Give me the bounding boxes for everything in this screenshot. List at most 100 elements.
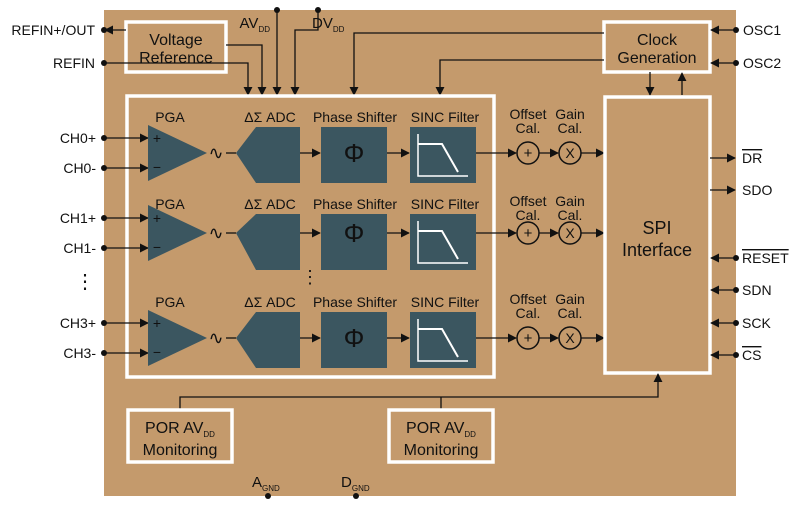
multiply-symbol: X <box>565 225 575 241</box>
channel-pin-plus-label: CH3+ <box>60 315 96 331</box>
gain-cal-label-1: Gain <box>555 193 585 209</box>
por2-line1: POR AV <box>406 420 465 437</box>
pga-minus-sign: − <box>153 159 161 175</box>
filter-axes <box>417 221 468 264</box>
voltage-ref-line1: Voltage <box>149 32 202 49</box>
adc-label: ΔΣ ADC <box>244 109 295 125</box>
filter-axes <box>417 134 468 177</box>
sinc-filter-block <box>410 214 476 270</box>
agnd-pin: AGND <box>252 474 280 499</box>
avdd-pin: AVDD <box>240 7 282 96</box>
lowpass-response-curve <box>418 328 459 358</box>
clock-gen-line2: Generation <box>617 50 696 67</box>
osc2-pin: OSC2 <box>710 55 781 71</box>
svg-text:POR AVDD: POR AVDD <box>406 420 476 439</box>
multiply-symbol: X <box>565 330 575 346</box>
dgnd-label: D <box>341 474 352 491</box>
pga-amplifier <box>148 125 207 181</box>
analog-signal-symbol: ∿ <box>208 143 223 163</box>
spi-line2: Interface <box>622 240 692 260</box>
lowpass-response-curve <box>418 143 459 173</box>
channel-pin-minus-label: CH0- <box>63 160 96 176</box>
reset-pin: RESET <box>710 250 789 266</box>
sum-symbol: + <box>524 145 533 162</box>
gain-cal-label-2: Cal. <box>558 207 583 223</box>
svg-text:AVDD: AVDD <box>240 15 271 34</box>
refin-out-pin: REFIN+/OUT <box>11 22 126 38</box>
pga-amplifier <box>148 310 207 366</box>
clock-generation-box <box>602 20 712 74</box>
phase-shifter-label: Phase Shifter <box>313 196 397 212</box>
phase-shifter-label: Phase Shifter <box>313 109 397 125</box>
offset-cal-label-2: Cal. <box>516 305 541 321</box>
pga-amplifier <box>148 205 207 261</box>
phi-symbol: Φ <box>344 323 365 353</box>
delta-sigma-adc <box>236 312 300 368</box>
agnd-sub: GND <box>262 484 280 493</box>
por-avdd-box-2 <box>387 408 495 464</box>
analog-signal-symbol: ∿ <box>208 328 223 348</box>
gain-cal-label-1: Gain <box>555 291 585 307</box>
voltage-ref-line2: Reference <box>139 50 213 67</box>
refin-out-label: REFIN+/OUT <box>11 22 95 38</box>
avdd-label: AV <box>240 15 259 32</box>
dr-label: DR <box>742 150 762 166</box>
spi-line1: SPI <box>642 218 671 238</box>
phi-symbol: Φ <box>344 138 365 168</box>
por-avdd-box-1 <box>126 408 234 464</box>
analog-signal-symbol: ∿ <box>208 223 223 243</box>
left-channel-dots: ⋮ <box>75 271 95 293</box>
agnd-label: A <box>252 474 262 491</box>
por2-sub: DD <box>464 430 476 439</box>
channel-group-box <box>125 94 496 379</box>
adc-label: ΔΣ ADC <box>244 196 295 212</box>
channel-pin-minus-label: CH1- <box>63 240 96 256</box>
channel-pin-minus-label: CH3- <box>63 345 96 361</box>
pga-plus-sign: + <box>153 130 161 146</box>
offset-cal-label-2: Cal. <box>516 120 541 136</box>
pga-label: PGA <box>155 109 185 125</box>
sinc-filter-label: SINC Filter <box>411 196 480 212</box>
pga-plus-sign: + <box>153 210 161 226</box>
phase-shifter-block <box>321 312 387 368</box>
avdd-sub: DD <box>258 25 270 34</box>
filter-axes <box>417 319 468 362</box>
sdo-label: SDO <box>742 182 772 198</box>
clock-to-sinc-wire <box>435 59 604 96</box>
gain-cal-label-2: Cal. <box>558 120 583 136</box>
vref-to-adc-wire <box>226 44 267 96</box>
phi-symbol: Φ <box>344 218 365 248</box>
reset-label: RESET <box>742 250 789 266</box>
offset-cal-label-1: Offset <box>509 106 546 122</box>
cs-pin: CS <box>710 347 761 363</box>
channel-pin-plus-label: CH0+ <box>60 130 96 146</box>
phase-shifter-block <box>321 127 387 183</box>
clock-gen-line1: Clock <box>637 32 678 49</box>
spi-interface-box <box>603 95 712 375</box>
sck-pin: SCK <box>710 315 771 331</box>
refin-label: REFIN <box>53 55 95 71</box>
gain-cal-label-1: Gain <box>555 106 585 122</box>
lowpass-response-curve <box>418 230 459 260</box>
por-bus-wire <box>179 373 663 410</box>
delta-sigma-adc <box>236 214 300 270</box>
phase-shifter-label: Phase Shifter <box>313 294 397 310</box>
sinc-filter-block <box>410 127 476 183</box>
svg-text:DGND: DGND <box>341 474 370 493</box>
por2-line2: Monitoring <box>404 442 479 459</box>
adc-label: ΔΣ ADC <box>244 294 295 310</box>
por1-line1: POR AV <box>145 420 204 437</box>
dvdd-pin: DVDD <box>290 7 345 96</box>
pga-plus-sign: + <box>153 315 161 331</box>
dgnd-pin: DGND <box>341 474 370 499</box>
sinc-filter-label: SINC Filter <box>411 294 480 310</box>
dgnd-sub: GND <box>352 484 370 493</box>
sum-symbol: + <box>524 225 533 242</box>
refin-pin: REFIN <box>53 55 253 96</box>
